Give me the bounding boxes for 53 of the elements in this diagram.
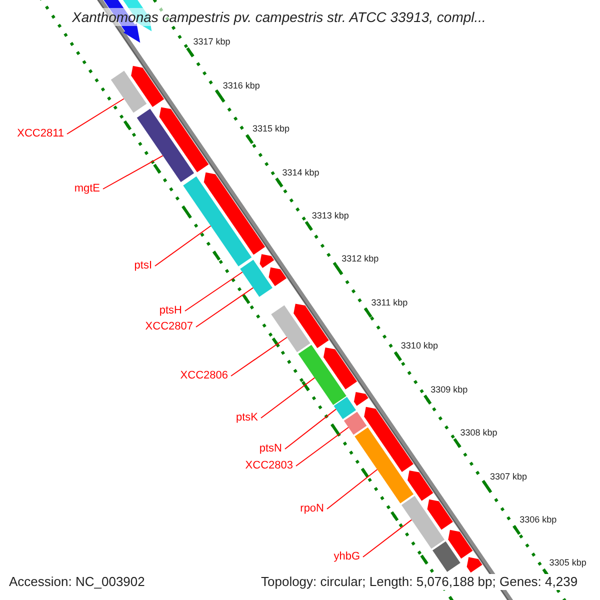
gene-block (294, 304, 329, 348)
tick-label: 3312 kbp (342, 254, 379, 264)
tick-label: 3317 kbp (193, 38, 230, 47)
gene-label: XCC2803 (245, 460, 293, 472)
gene-block (354, 392, 368, 406)
leader-line (260, 377, 316, 418)
gene-block (268, 267, 287, 286)
gene-label: XCC2806 (180, 370, 228, 382)
leader-line (102, 155, 164, 190)
leader-line (184, 272, 243, 312)
gene-block (131, 66, 164, 108)
gene-label: XCC2811 (17, 128, 64, 140)
gene-label: XCC2807 (145, 320, 193, 332)
leader-line (284, 408, 336, 450)
tick-label: 3313 kbp (312, 211, 349, 220)
gene-label: yhbG (334, 550, 360, 562)
leader-line (230, 336, 288, 376)
gene-block (159, 107, 209, 172)
gene-block (260, 254, 274, 268)
accession-text: Accession: NC_003902 (9, 574, 145, 590)
gene-block (427, 499, 453, 530)
gene-label: ptsH (159, 304, 182, 316)
tick-label: 3308 kbp (460, 428, 498, 438)
tick-label: 3306 kbp (520, 515, 557, 524)
tick-label: 3314 kbp (282, 168, 320, 177)
gene-label: ptsK (236, 412, 258, 424)
genome-info-text: Topology: circular; Length: 5,076,188 bp; Genes: 4,239 (261, 574, 578, 590)
gene-bar (344, 412, 367, 435)
gene-bar (240, 260, 272, 297)
gene-block (204, 172, 266, 255)
tick-label: 3309 kbp (430, 385, 468, 394)
leader-line (296, 426, 349, 466)
title: Xanthomonas campestris pv. campestris str. ATCC 33913, compl... (72, 8, 486, 26)
tick-label: 3307 kbp (490, 472, 527, 481)
tick-label: 3315 kbp (252, 124, 290, 134)
tick-label: 3316 kbp (222, 81, 260, 90)
gene-label: ptsN (259, 442, 282, 454)
tick-label: 3310 kbp (400, 342, 438, 351)
leader-line (326, 468, 378, 510)
leader-line (154, 225, 212, 266)
tick-label: 3305 kbp (549, 558, 586, 568)
gene-block (408, 470, 434, 501)
leader-line (196, 287, 254, 328)
gene-label: rpoN (300, 502, 324, 514)
gene-label: ptsI (134, 260, 152, 272)
tick-label: 3311 kbp (371, 298, 408, 308)
gene-block (448, 530, 473, 559)
leader-line (66, 98, 124, 134)
gene-block (364, 406, 414, 472)
gene-block (324, 347, 358, 390)
leader-line (362, 519, 412, 558)
gene-bar (271, 305, 310, 352)
gene-label: mgtE (74, 182, 100, 194)
